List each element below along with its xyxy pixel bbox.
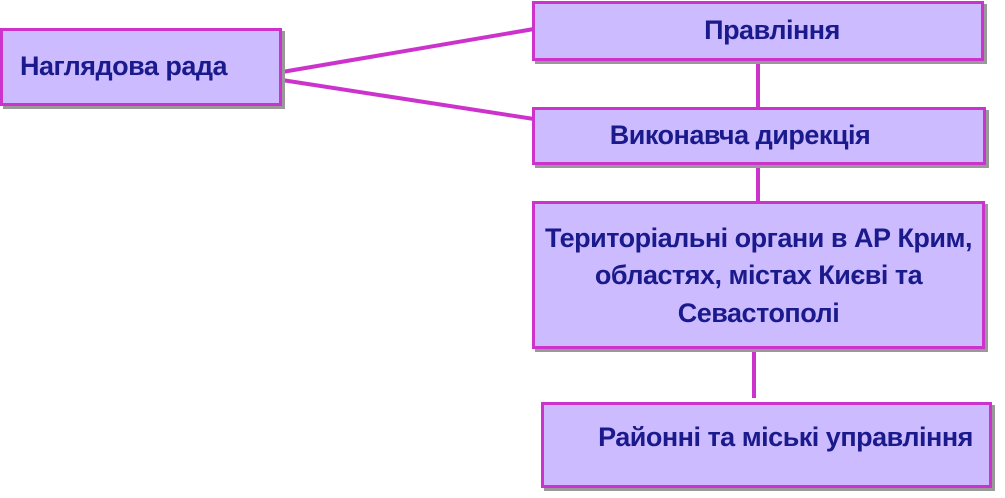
node-territorial-bodies-text: Територіальні органи в АР Крим, областях… [545,220,973,332]
node-executive-directorate-label: Виконавча дирекція [609,120,871,151]
node-executive-directorate: Виконавча дирекція [532,107,986,165]
node-district-city-offices: Районні та міські управління [541,402,992,488]
node-territorial-bodies-line-2: областях, містах Києві та [594,260,923,291]
node-district-city-offices-label: Районні та міські управління [598,422,973,453]
edge-supervisory-to-board [281,27,535,74]
node-board-label: Правління [704,15,840,46]
node-territorial-bodies: Територіальні органи в АР Крим, областях… [532,201,985,349]
node-board: Правління [532,1,984,61]
node-supervisory-board: Наглядова рада [0,28,282,106]
node-territorial-bodies-line-3: Севастополі [677,297,840,328]
node-territorial-bodies-line-1: Територіальні органи в АР Крим, [545,223,973,254]
node-supervisory-board-label: Наглядова рада [20,51,228,82]
edge-supervisory-to-executive [281,78,535,121]
